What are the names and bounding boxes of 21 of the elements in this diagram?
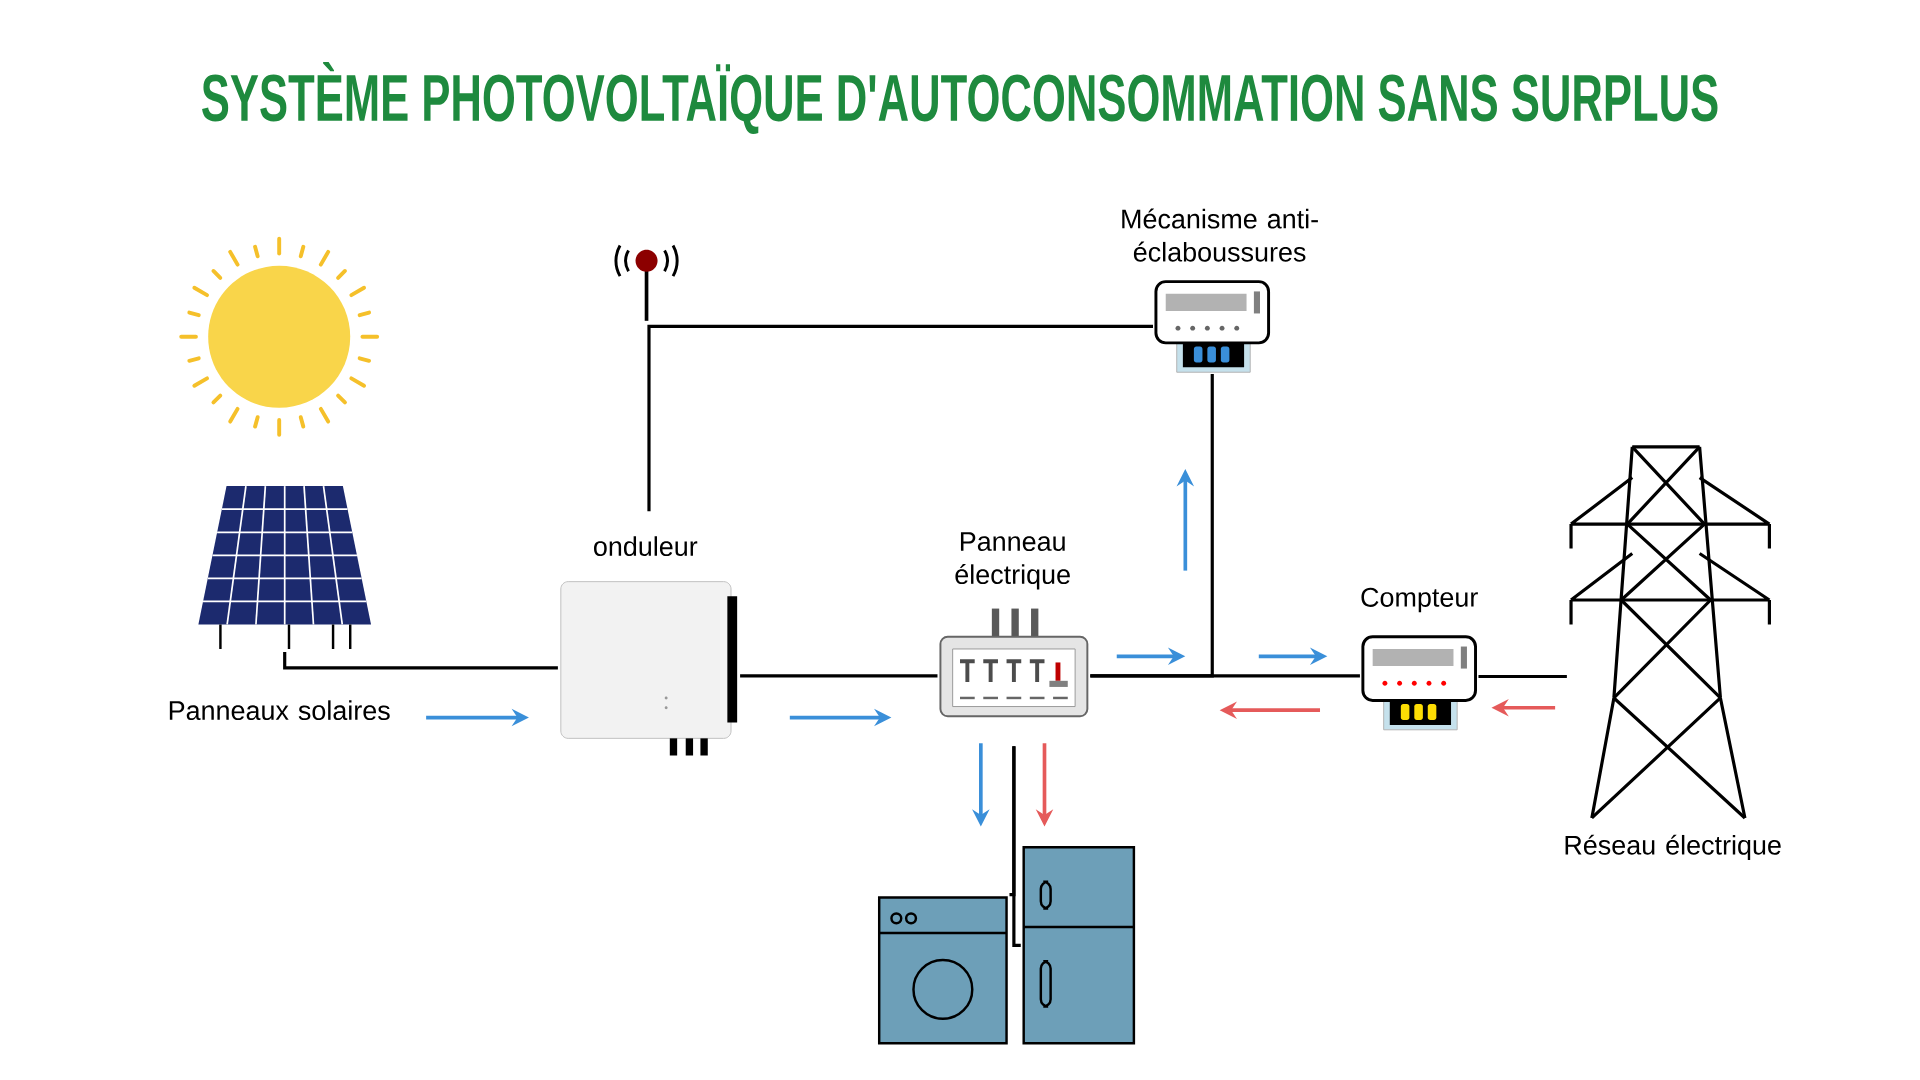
meter-drawing [1361,635,1477,731]
controller-device-drawing [1154,280,1271,373]
inverter-drawing [560,581,738,756]
solar-panel-drawing [198,485,372,649]
label: Réseau électrique [1565,834,1781,861]
label: onduleur [594,536,698,556]
connector-line [1090,373,1214,678]
label: Mécanisme anti-éclaboussures [1122,208,1318,262]
label: Panneaux solaires [169,700,390,721]
electrical-panel-drawing [939,608,1089,718]
connector-line [1478,674,1567,679]
connector-line [283,651,558,670]
washing-machine-drawing [877,896,1008,1045]
fridge-drawing [1022,846,1136,1045]
pylon-drawing [1569,445,1771,820]
label: Compteur [1361,587,1478,613]
label: Panneau électrique [955,532,1070,590]
connector-line [647,324,1153,512]
title: SYSTÈME PHOTOVOLTAÏQUE D'AUTOCONSOMMATION SANS SURPLUS [202,62,1718,134]
connector-line [1012,746,1021,947]
connector-line [740,674,938,678]
